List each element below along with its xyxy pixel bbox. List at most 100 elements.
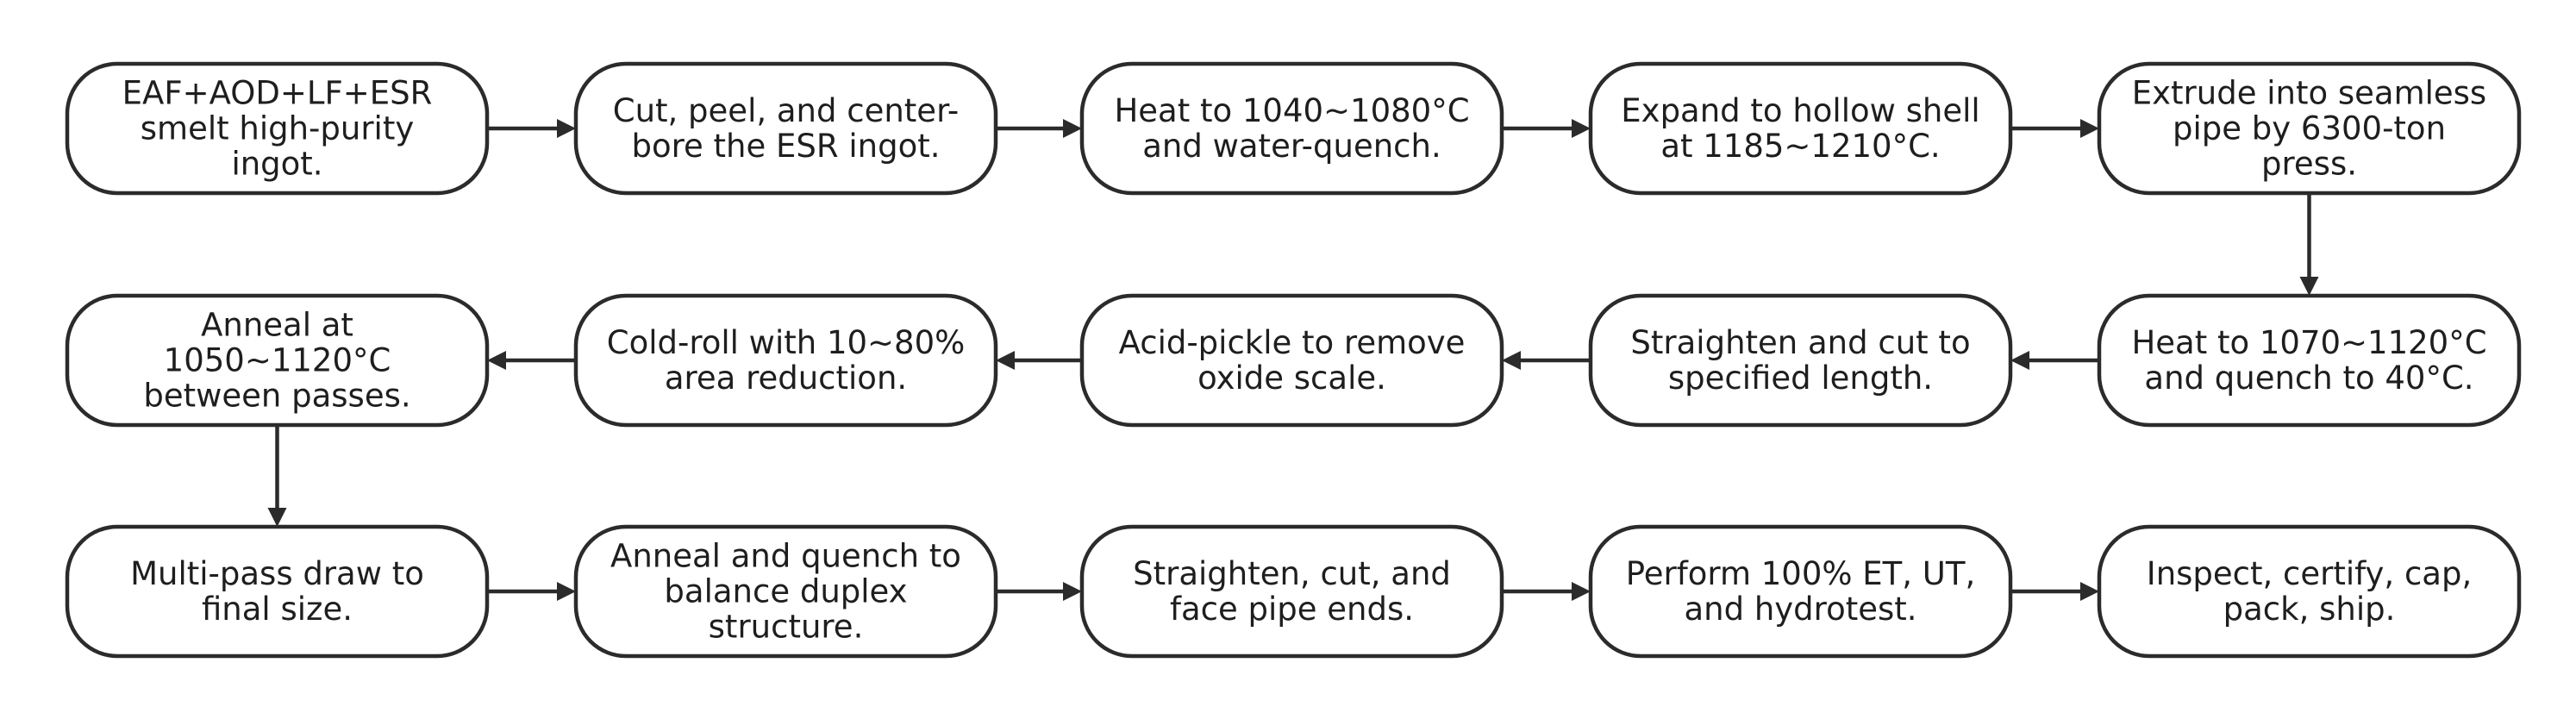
step-label-line: balance duplex <box>664 573 907 610</box>
step-label-line: face pipe ends. <box>1170 591 1414 628</box>
flow-step-15: Inspect, certify, cap,pack, ship. <box>2097 524 2522 659</box>
flow-arrow-6 <box>2010 351 2099 370</box>
step-label-line: Extrude into seamless <box>2132 75 2486 112</box>
step-label-line: Cut, peel, and center- <box>613 92 960 129</box>
flow-arrow-10 <box>267 425 287 527</box>
flow-arrow-13 <box>1502 582 1591 601</box>
step-box <box>1079 524 1504 659</box>
flow-step-14: Perform 100% ET, UT,and hydrotest. <box>1588 524 2013 659</box>
step-label-line: pipe by 6300-ton <box>2173 110 2446 147</box>
step-label-line: Straighten, cut, and <box>1133 555 1451 592</box>
arrowhead-icon <box>2010 351 2029 370</box>
arrowhead-icon <box>2080 582 2099 601</box>
step-box <box>1588 293 2013 428</box>
flow-arrow-7 <box>1502 351 1591 370</box>
flow-arrow-2 <box>996 119 1082 138</box>
arrowhead-icon <box>267 508 287 527</box>
arrowhead-icon <box>487 351 506 370</box>
arrowhead-icon <box>1063 119 1082 138</box>
step-box <box>65 524 490 659</box>
step-label-line: ingot. <box>231 146 322 183</box>
step-label-line: area reduction. <box>665 360 907 397</box>
arrowhead-icon <box>1502 351 1521 370</box>
edges-layer <box>267 119 2319 601</box>
flow-step-2: Cut, peel, and center-bore the ESR ingot… <box>573 61 998 196</box>
step-label-line: 1050~1120°C <box>164 342 391 379</box>
arrowhead-icon <box>1063 582 1082 601</box>
step-label-line: Expand to hollow shell <box>1621 92 1979 129</box>
step-label-line: Heat to 1040~1080°C <box>1114 92 1469 129</box>
flow-arrow-9 <box>487 351 576 370</box>
step-label-line: Heat to 1070~1120°C <box>2131 324 2486 361</box>
arrowhead-icon <box>1572 119 1591 138</box>
step-label-line: Acid-pickle to remove <box>1119 324 1466 361</box>
flow-arrow-8 <box>996 351 1082 370</box>
step-box <box>2097 293 2522 428</box>
flow-arrow-3 <box>1502 119 1591 138</box>
step-label: Cut, peel, and center-bore the ESR ingot… <box>613 92 960 165</box>
arrowhead-icon <box>2299 277 2319 296</box>
step-label: Inspect, certify, cap,pack, ship. <box>2147 555 2472 628</box>
flow-arrow-12 <box>996 582 1082 601</box>
step-box <box>1079 61 1504 196</box>
step-label-line: structure. <box>709 609 864 646</box>
flow-arrow-4 <box>2010 119 2099 138</box>
step-label-line: and water-quench. <box>1142 128 1441 165</box>
step-box <box>2097 524 2522 659</box>
step-box <box>573 293 998 428</box>
step-label-line: smelt high-purity <box>141 110 414 147</box>
step-box <box>1588 524 2013 659</box>
step-box <box>573 524 998 659</box>
flow-arrow-14 <box>2010 582 2099 601</box>
step-label-line: press. <box>2261 146 2357 183</box>
step-label-line: final size. <box>202 591 353 628</box>
arrowhead-icon <box>996 351 1015 370</box>
step-box <box>1079 293 1504 428</box>
step-label-line: pack, ship. <box>2223 591 2396 628</box>
step-label-line: Cold-roll with 10~80% <box>607 324 966 361</box>
flow-step-9: Cold-roll with 10~80%area reduction. <box>573 293 998 428</box>
step-box <box>1588 61 2013 196</box>
step-label: Cold-roll with 10~80%area reduction. <box>607 324 966 397</box>
step-label-line: Anneal at <box>201 307 353 344</box>
step-label-line: Anneal and quench to <box>610 538 961 575</box>
step-box <box>65 293 490 428</box>
step-label-line: Straighten and cut to <box>1630 324 1970 361</box>
step-box <box>573 61 998 196</box>
arrowhead-icon <box>1572 582 1591 601</box>
arrowhead-icon <box>557 119 576 138</box>
step-label-line: oxide scale. <box>1197 360 1386 397</box>
arrowhead-icon <box>2080 119 2099 138</box>
step-box <box>2097 61 2522 196</box>
flow-arrow-1 <box>487 119 576 138</box>
step-label-line: Inspect, certify, cap, <box>2147 555 2472 592</box>
step-label-line: at 1185~1210°C. <box>1660 128 1940 165</box>
step-label-line: Perform 100% ET, UT, <box>1626 555 1975 592</box>
step-label-line: between passes. <box>143 378 410 415</box>
step-box <box>65 61 490 196</box>
step-label-line: bore the ESR ingot. <box>632 128 941 165</box>
